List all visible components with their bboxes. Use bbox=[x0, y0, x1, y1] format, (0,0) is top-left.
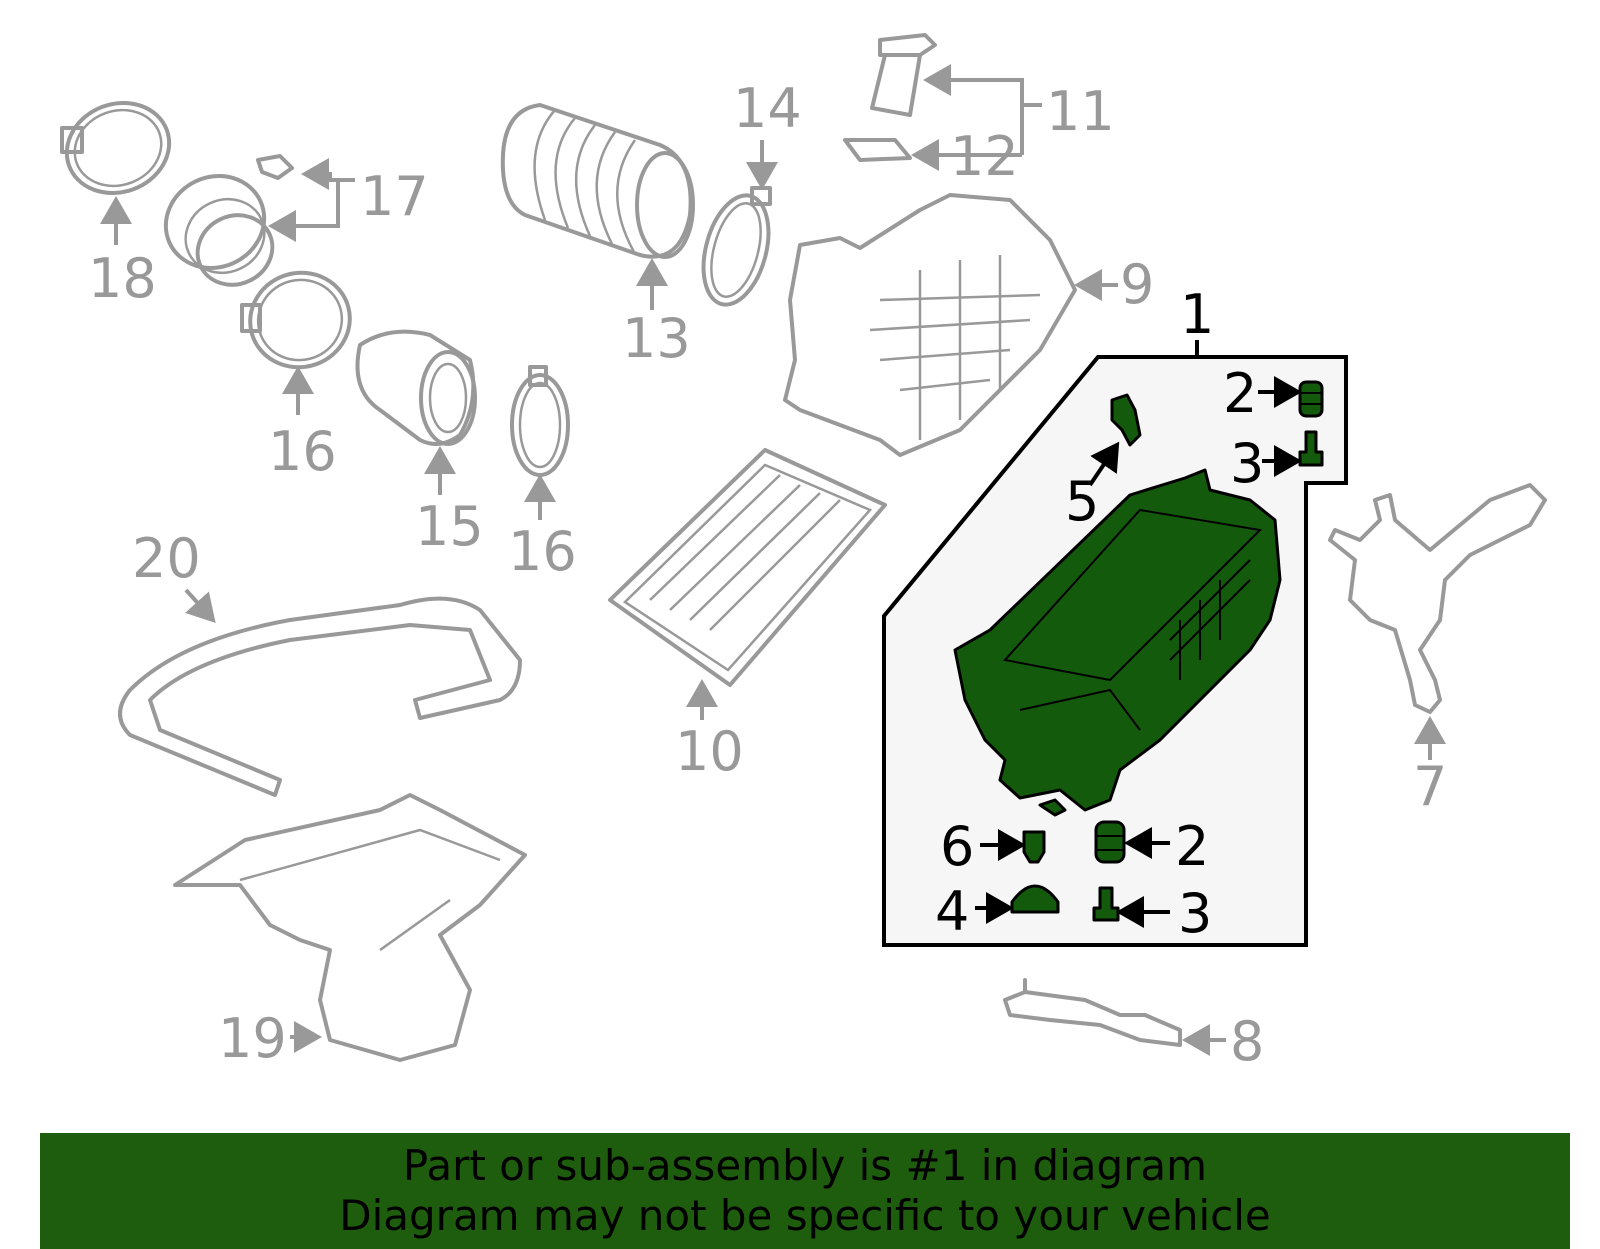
bracket-8 bbox=[1003, 978, 1182, 1047]
pipe-20 bbox=[118, 596, 522, 797]
callout-15: 15 bbox=[415, 495, 484, 558]
callout-1: 1 bbox=[1180, 283, 1214, 346]
callout-2-top: 2 bbox=[1223, 362, 1257, 425]
callout-10: 10 bbox=[675, 720, 744, 783]
pin-6 bbox=[1022, 830, 1046, 864]
arrow-17a bbox=[301, 158, 355, 190]
callout-3-bottom: 3 bbox=[1178, 882, 1212, 945]
arrow-11 bbox=[923, 64, 1042, 107]
callout-20: 20 bbox=[132, 527, 201, 590]
callout-11: 11 bbox=[1046, 80, 1115, 143]
duct-15 bbox=[355, 329, 477, 446]
callout-14: 14 bbox=[733, 77, 802, 140]
clamp-16-right bbox=[510, 365, 570, 477]
shield-19 bbox=[173, 793, 527, 1062]
clamp-18 bbox=[60, 100, 172, 196]
callout-7: 7 bbox=[1413, 755, 1447, 818]
grommet-2-bottom bbox=[1094, 820, 1126, 864]
arrow-20 bbox=[184, 588, 216, 623]
arrow-17b bbox=[268, 180, 340, 242]
callout-8: 8 bbox=[1230, 1010, 1264, 1073]
callout-17: 17 bbox=[360, 165, 429, 228]
sensor-11 bbox=[870, 33, 937, 117]
small-clip bbox=[1038, 798, 1067, 817]
grommet-2-top bbox=[1298, 380, 1324, 418]
banner-line-2: Diagram may not be specific to your vehi… bbox=[339, 1191, 1271, 1240]
callout-12: 12 bbox=[950, 125, 1019, 188]
callout-19: 19 bbox=[218, 1007, 287, 1070]
callout-13: 13 bbox=[622, 307, 691, 370]
air-filter-10 bbox=[608, 448, 887, 687]
callout-4: 4 bbox=[935, 880, 969, 943]
banner-line-1: Part or sub-assembly is #1 in diagram bbox=[402, 1141, 1208, 1190]
callout-5: 5 bbox=[1065, 470, 1099, 533]
clamp-16-left bbox=[240, 270, 352, 370]
arrow-5 bbox=[1088, 441, 1120, 487]
gasket-12 bbox=[843, 138, 912, 162]
callout-18: 18 bbox=[88, 247, 157, 310]
info-banner: Part or sub-assembly is #1 in diagram Di… bbox=[40, 1133, 1570, 1249]
sensor-17 bbox=[163, 154, 294, 287]
callout-2-bottom: 2 bbox=[1175, 815, 1209, 878]
hose-13 bbox=[500, 103, 695, 259]
air-cleaner-housing-1 bbox=[953, 468, 1282, 812]
callout-9: 9 bbox=[1120, 253, 1154, 316]
callout-3-top: 3 bbox=[1230, 432, 1264, 495]
bracket-7 bbox=[1328, 483, 1547, 714]
callout-16-right: 16 bbox=[508, 520, 577, 583]
callout-6: 6 bbox=[940, 815, 974, 878]
clip-5 bbox=[1110, 393, 1142, 447]
bolt-3-top bbox=[1298, 430, 1324, 467]
airbox-cover-9 bbox=[783, 193, 1077, 457]
mount-4 bbox=[1010, 884, 1060, 914]
clamp-14 bbox=[701, 186, 772, 307]
callout-16-left: 16 bbox=[268, 420, 337, 483]
